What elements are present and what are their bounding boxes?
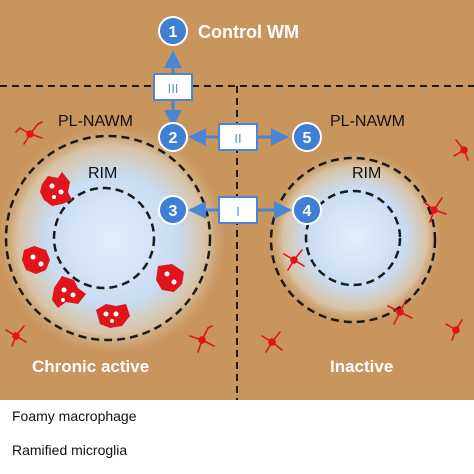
foamy-macrophage — [22, 246, 50, 274]
right-core-border — [304, 189, 402, 287]
node-3: 3 — [158, 195, 188, 225]
foamy-macrophage — [156, 264, 184, 292]
inactive-label: Inactive — [330, 357, 393, 376]
svg-text:II: II — [234, 131, 241, 146]
node-4: 4 — [292, 195, 322, 225]
nodes: 1 2 3 4 5 — [158, 16, 322, 225]
foamy-macrophages — [22, 172, 184, 328]
right-rim-label: RIM — [352, 165, 381, 182]
ramified-microglia — [5, 121, 469, 353]
legend-ramified-microglia: Ramified microglia — [12, 442, 128, 458]
node-5: 5 — [292, 122, 322, 152]
diagram-title: Control WM — [198, 22, 299, 42]
ramified-microglia-cell — [445, 319, 463, 341]
foamy-macrophage — [96, 304, 130, 328]
ramified-microglia-cell — [15, 121, 43, 145]
ramified-microglia-cell — [387, 299, 413, 325]
left-core-border — [52, 186, 156, 290]
ramified-microglia-cell — [261, 331, 283, 353]
svg-text:I: I — [236, 204, 240, 219]
comparison-box-ii: II — [218, 123, 258, 151]
comparison-box-i: I — [218, 196, 258, 224]
ramified-microglia-cell — [283, 249, 305, 271]
foamy-macrophage — [40, 172, 72, 206]
svg-text:2: 2 — [169, 130, 178, 147]
left-nawm-label: PL-NAWM — [58, 113, 133, 130]
node-2: 2 — [158, 122, 188, 152]
left-lesion-border — [4, 134, 212, 342]
ramified-microglia-cell — [5, 325, 27, 347]
svg-text:4: 4 — [303, 203, 312, 220]
svg-text:III: III — [168, 81, 179, 96]
svg-text:3: 3 — [169, 203, 178, 220]
right-lesion-halo — [265, 148, 445, 328]
lesion-diagram: III II I 1 2 3 4 5 Control WM PL-NAWM PL… — [0, 0, 474, 400]
svg-text:5: 5 — [303, 130, 312, 147]
ramified-microglia-cell — [189, 325, 215, 353]
legend-foamy-macrophage: Foamy macrophage — [12, 408, 137, 424]
chronic-active-label: Chronic active — [32, 357, 149, 376]
svg-text:1: 1 — [169, 24, 178, 41]
node-1: 1 — [158, 16, 188, 46]
ramified-microglia-cell — [423, 197, 447, 223]
right-lesion-border — [269, 156, 437, 324]
ramified-microglia-cell — [453, 139, 469, 161]
foamy-macrophage — [52, 276, 86, 308]
right-nawm-label: PL-NAWM — [330, 113, 405, 130]
comparison-box-iii: III — [153, 73, 193, 101]
left-rim-label: RIM — [88, 165, 117, 182]
